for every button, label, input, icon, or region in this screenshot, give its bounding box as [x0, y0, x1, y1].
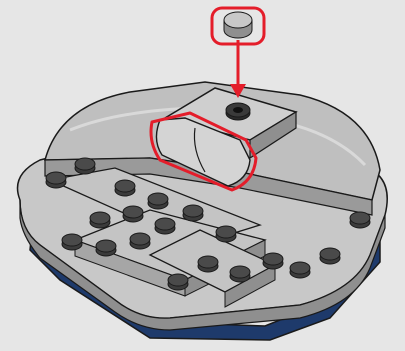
stud — [46, 172, 66, 188]
stud — [130, 233, 150, 249]
stud — [350, 212, 370, 228]
stud — [90, 212, 110, 228]
stud — [198, 256, 218, 272]
stud — [290, 262, 310, 278]
stud — [148, 193, 168, 209]
stud — [230, 266, 250, 282]
stud — [155, 218, 175, 234]
stud — [75, 158, 95, 174]
stud — [216, 226, 236, 242]
stud — [123, 206, 143, 222]
stud — [62, 234, 82, 250]
stud — [263, 253, 283, 269]
stud — [96, 240, 116, 256]
stud — [115, 180, 135, 196]
stud — [183, 205, 203, 221]
stud — [320, 248, 340, 264]
stud — [168, 274, 188, 290]
round-tile-piece-icon — [212, 8, 264, 44]
